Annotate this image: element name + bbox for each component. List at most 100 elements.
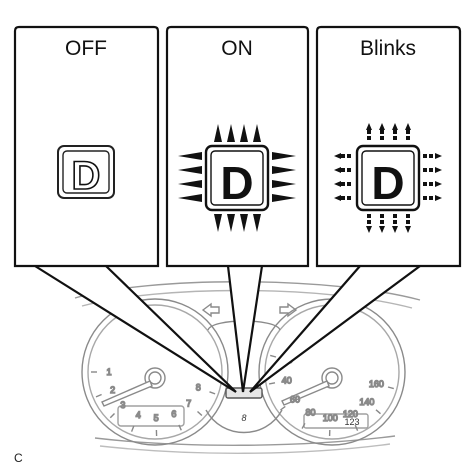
glow-ray bbox=[178, 166, 202, 174]
glow-ray bbox=[423, 154, 427, 158]
glow-ray bbox=[379, 226, 385, 233]
glow-ray bbox=[347, 196, 351, 200]
gauge-tick-label: 2 bbox=[110, 385, 115, 395]
glow-ray bbox=[405, 123, 411, 130]
glow-ray bbox=[406, 136, 410, 140]
gauge-tick-mark bbox=[197, 410, 203, 417]
glow-ray bbox=[272, 166, 296, 174]
gauge-tick-label: 40 bbox=[282, 376, 292, 386]
glow-ray bbox=[393, 136, 397, 140]
glow-ray bbox=[429, 154, 433, 158]
glow-ray bbox=[429, 182, 433, 186]
panel-on: ON D bbox=[165, 25, 310, 268]
gauge-tick-mark bbox=[387, 386, 394, 390]
glow-ray bbox=[406, 130, 410, 134]
gauge-tick-mark bbox=[130, 425, 135, 432]
glow-ray bbox=[240, 124, 248, 142]
glow-ray bbox=[392, 226, 398, 233]
d-indicator-off-icon: D bbox=[57, 145, 115, 199]
glow-ray bbox=[178, 152, 202, 160]
panel-title-on: ON bbox=[221, 37, 253, 60]
glow-ray bbox=[334, 167, 341, 173]
gauge-tick-label: 140 bbox=[359, 397, 374, 407]
gauge-tick-label: 120 bbox=[343, 409, 358, 419]
glow-ray bbox=[392, 123, 398, 130]
left-turn-arrow-icon bbox=[201, 302, 220, 318]
panel-off: OFF D bbox=[13, 25, 160, 268]
glow-ray bbox=[341, 168, 345, 172]
gauge-tick-label: 1 bbox=[106, 367, 111, 377]
glow-ray bbox=[367, 214, 371, 218]
glow-ray bbox=[253, 124, 261, 142]
glow-ray bbox=[380, 220, 384, 224]
glow-ray bbox=[435, 153, 442, 159]
indicator-letter-blink: D bbox=[371, 157, 404, 209]
glow-ray bbox=[214, 214, 222, 232]
gauge-tick-label: 80 bbox=[305, 408, 315, 418]
glow-ray bbox=[423, 182, 427, 186]
gauge-tick-label: 3 bbox=[120, 400, 125, 410]
gauge-tick-mark bbox=[375, 409, 381, 415]
glow-ray bbox=[366, 123, 372, 130]
glow-ray bbox=[272, 194, 296, 202]
gauge-tick-mark bbox=[268, 382, 276, 385]
glow-ray bbox=[347, 154, 351, 158]
glow-ray bbox=[435, 167, 442, 173]
gauge-tick-label: 160 bbox=[369, 379, 384, 389]
glow-ray bbox=[367, 136, 371, 140]
glow-ray bbox=[406, 214, 410, 218]
d-indicator-blink-icon: D bbox=[355, 144, 421, 212]
glow-rays-dashed bbox=[334, 123, 442, 233]
glow-ray bbox=[341, 196, 345, 200]
panel-blinks: Blinks D bbox=[315, 25, 462, 268]
glow-ray bbox=[429, 196, 433, 200]
glow-ray bbox=[240, 214, 248, 232]
glow-ray bbox=[423, 168, 427, 172]
gauge-tick-label: 4 bbox=[136, 410, 141, 420]
panel-title-off: OFF bbox=[65, 37, 107, 60]
glow-ray bbox=[379, 123, 385, 130]
glow-ray bbox=[393, 130, 397, 134]
indicator-letter-on: D bbox=[220, 157, 253, 209]
gauge-tick-label: 5 bbox=[154, 413, 159, 423]
glow-ray bbox=[406, 220, 410, 224]
glow-ray bbox=[253, 214, 261, 232]
glow-ray bbox=[227, 124, 235, 142]
glow-ray bbox=[341, 154, 345, 158]
glow-ray bbox=[178, 180, 202, 188]
glow-ray bbox=[435, 195, 442, 201]
gauge-tick-mark bbox=[354, 424, 359, 431]
glow-ray bbox=[347, 182, 351, 186]
gauge-tick-mark bbox=[178, 424, 182, 431]
gauge-tick-mark bbox=[270, 354, 277, 358]
glow-ray bbox=[405, 226, 411, 233]
glow-ray bbox=[367, 220, 371, 224]
glow-ray bbox=[429, 168, 433, 172]
glow-ray bbox=[393, 220, 397, 224]
glow-ray bbox=[367, 130, 371, 134]
glow-ray bbox=[380, 130, 384, 134]
glow-ray bbox=[334, 181, 341, 187]
indicator-letter-off: D bbox=[72, 154, 101, 198]
right-turn-arrow-icon bbox=[279, 302, 298, 318]
gauge-tick-mark bbox=[301, 422, 306, 429]
odometer-readout: 123 bbox=[344, 417, 359, 427]
glow-ray bbox=[272, 152, 296, 160]
gauge-tick-mark bbox=[109, 413, 116, 419]
glow-ray bbox=[334, 195, 341, 201]
glow-rays-solid bbox=[178, 124, 296, 232]
figure-tag: C bbox=[14, 451, 23, 465]
glow-ray bbox=[380, 136, 384, 140]
glow-ray bbox=[347, 168, 351, 172]
glow-ray bbox=[341, 182, 345, 186]
d-indicator-on-icon: D bbox=[204, 144, 270, 212]
glow-ray bbox=[227, 214, 235, 232]
callout-pointers bbox=[34, 265, 421, 393]
glow-ray bbox=[334, 153, 341, 159]
gauge-tick-label: 60 bbox=[290, 394, 300, 404]
glow-ray bbox=[366, 226, 372, 233]
glow-ray bbox=[380, 214, 384, 218]
glow-ray bbox=[435, 181, 442, 187]
